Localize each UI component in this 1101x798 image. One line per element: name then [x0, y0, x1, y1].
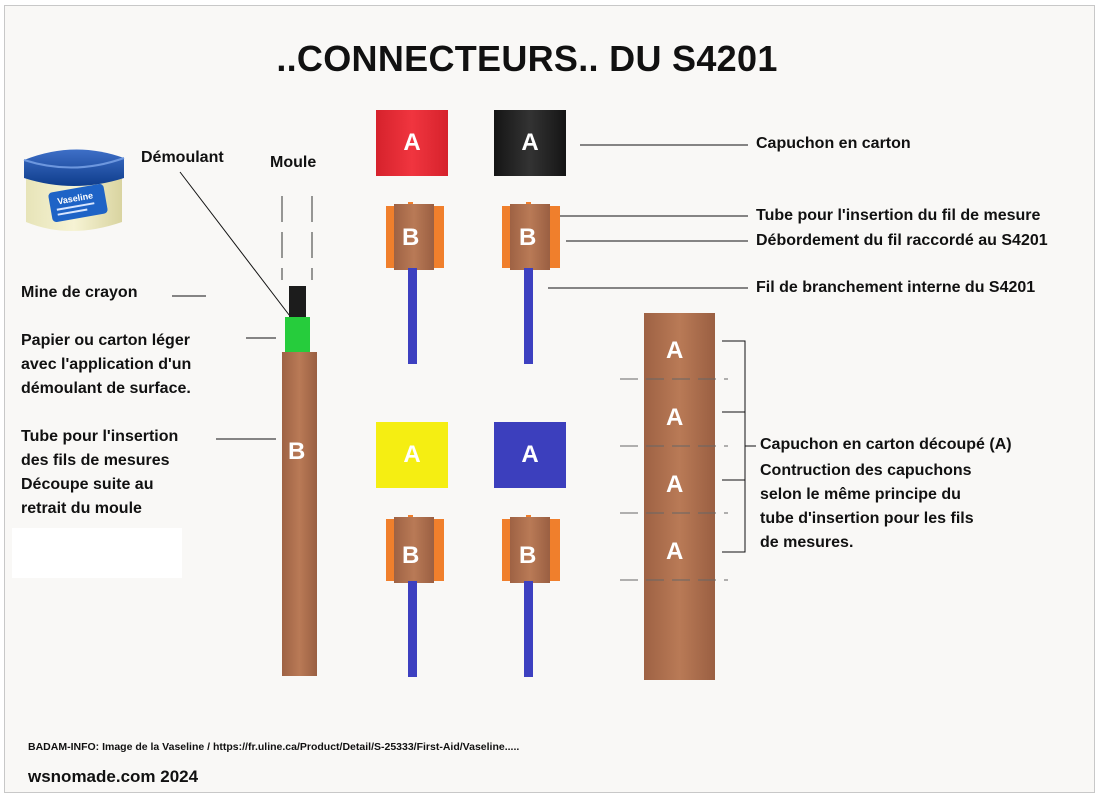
connector-tube-1 [386, 202, 444, 364]
mine-label: Mine de crayon [21, 284, 138, 301]
tube-insertion-label: Tube pour l'insertion du fil de mesure [756, 207, 1041, 224]
long-tube [282, 352, 317, 676]
tube-3-letter: B [402, 542, 420, 569]
cap-blue-letter: A [521, 441, 539, 468]
fil-label: Fil de branchement interne du S4201 [756, 279, 1036, 296]
decoupe-label-3: selon le même principe du [760, 486, 961, 503]
cap-yellow: A [376, 422, 448, 488]
moule-label: Moule [270, 154, 317, 171]
tube-label-3: Découpe suite au [21, 476, 154, 493]
strip-letter-2: A [666, 404, 684, 431]
green-paper-wrap [285, 317, 310, 352]
strip-letter-3: A [666, 471, 684, 498]
tube-2-letter: B [519, 224, 537, 251]
cap-black-letter: A [521, 129, 539, 156]
papier-label-3: démoulant de surface. [21, 380, 191, 397]
blank-box [12, 528, 182, 578]
footer-site: wsnomade.com 2024 [28, 767, 199, 786]
tube-1-letter: B [402, 224, 420, 251]
demoulant-leader-line [179, 171, 297, 325]
decoupe-label-1: Capuchon en carton découpé (A) [760, 436, 1012, 453]
tube-4-letter: B [519, 542, 537, 569]
tube-label-1: Tube pour l'insertion [21, 428, 179, 445]
cap-blue: A [494, 422, 566, 488]
cap-black: A [494, 110, 566, 176]
cap-red-letter: A [403, 129, 421, 156]
decoupe-label-4: tube d'insertion pour les fils [760, 510, 974, 527]
capuchon-label: Capuchon en carton [756, 135, 911, 152]
cap-strip [644, 313, 715, 680]
connector-tube-2 [502, 202, 560, 364]
debordement-label: Débordement du fil raccordé au S4201 [756, 232, 1048, 249]
papier-label-2: avec l'application d'un [21, 356, 192, 373]
page-title: ..CONNECTEURS.. DU S4201 [276, 38, 778, 79]
cap-red: A [376, 110, 448, 176]
connector-tube-3 [386, 515, 444, 677]
papier-label-1: Papier ou carton léger [21, 332, 190, 349]
strip-letter-1: A [666, 337, 684, 364]
demoulant-label: Démoulant [141, 149, 224, 166]
decoupe-label-5: de mesures. [760, 534, 854, 551]
image-credit: BADAM-INFO: Image de la Vaseline / https… [28, 741, 520, 753]
cap-yellow-letter: A [403, 441, 421, 468]
pencil-lead [289, 286, 306, 318]
decoupe-label-2: Contruction des capuchons [760, 462, 972, 479]
tube-label-2: des fils de mesures [21, 452, 170, 469]
connector-tube-4 [502, 515, 560, 677]
tube-label-4: retrait du moule [21, 500, 142, 517]
strip-letter-4: A [666, 538, 684, 565]
vaseline-jar-image: Vaseline [23, 149, 125, 231]
long-tube-letter: B [288, 438, 306, 465]
